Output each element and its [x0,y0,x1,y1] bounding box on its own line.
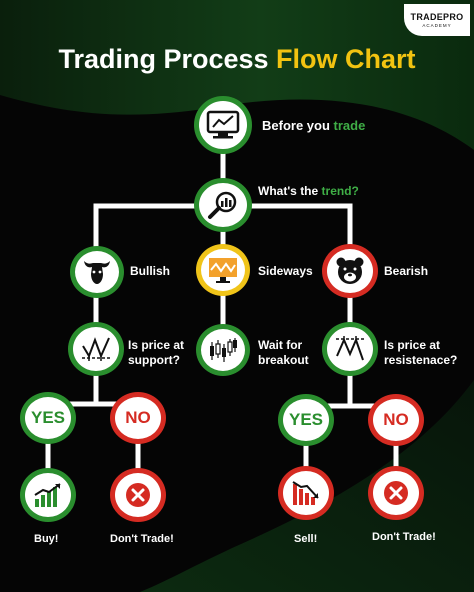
brand-name: TRADEPRO [410,12,464,22]
sideways-chart-icon [209,258,237,283]
dont-trade-right-node [368,466,424,520]
bear-icon [336,257,364,284]
chart-monitor-icon [206,110,240,139]
bar-chart-up-icon [34,483,61,507]
before-trade-label: Before you trade [262,118,366,133]
sell-node [278,466,334,520]
trend-label: What's the trend? [258,184,359,198]
sideways-node [196,244,250,296]
brand-tagline: ACADEMY [422,23,452,28]
bar-chart-down-icon [292,481,319,505]
bearish-label: Bearish [384,264,429,278]
resistance-chart-icon [336,336,364,361]
bullish-node [70,246,124,298]
dont-trade-left-label: Don't Trade! [110,533,174,545]
before-trade-node [194,96,252,154]
buy-label: Buy! [34,533,59,545]
x-icon [126,483,150,507]
yes-right: YES [278,394,334,446]
brand-logo: TRADEPRO ACADEMY [404,4,470,36]
bullish-label: Bullish [130,264,171,278]
candlestick-icon [210,338,237,362]
support-chart-icon [82,337,110,361]
title-accent: Flow Chart [276,44,416,74]
trend-node [194,178,252,232]
sell-label: Sell! [294,533,318,545]
buy-node [20,468,76,522]
dont-trade-right-label: Don't Trade! [372,531,436,543]
magnifier-chart-icon [208,191,237,219]
sideways-label: Sideways [258,264,313,278]
no-right: NO [368,394,424,446]
dont-trade-left-node [110,468,166,522]
support-question-node [68,322,124,376]
page-title: Trading Process Flow Chart [0,44,474,75]
yes-left: YES [20,392,76,444]
bearish-node [322,244,378,298]
no-left: NO [110,392,166,444]
resistance-question-node [322,322,378,376]
breakout-node [196,324,250,376]
x-icon [384,481,408,505]
bull-icon [84,261,110,284]
title-main: Trading Process [58,44,277,74]
